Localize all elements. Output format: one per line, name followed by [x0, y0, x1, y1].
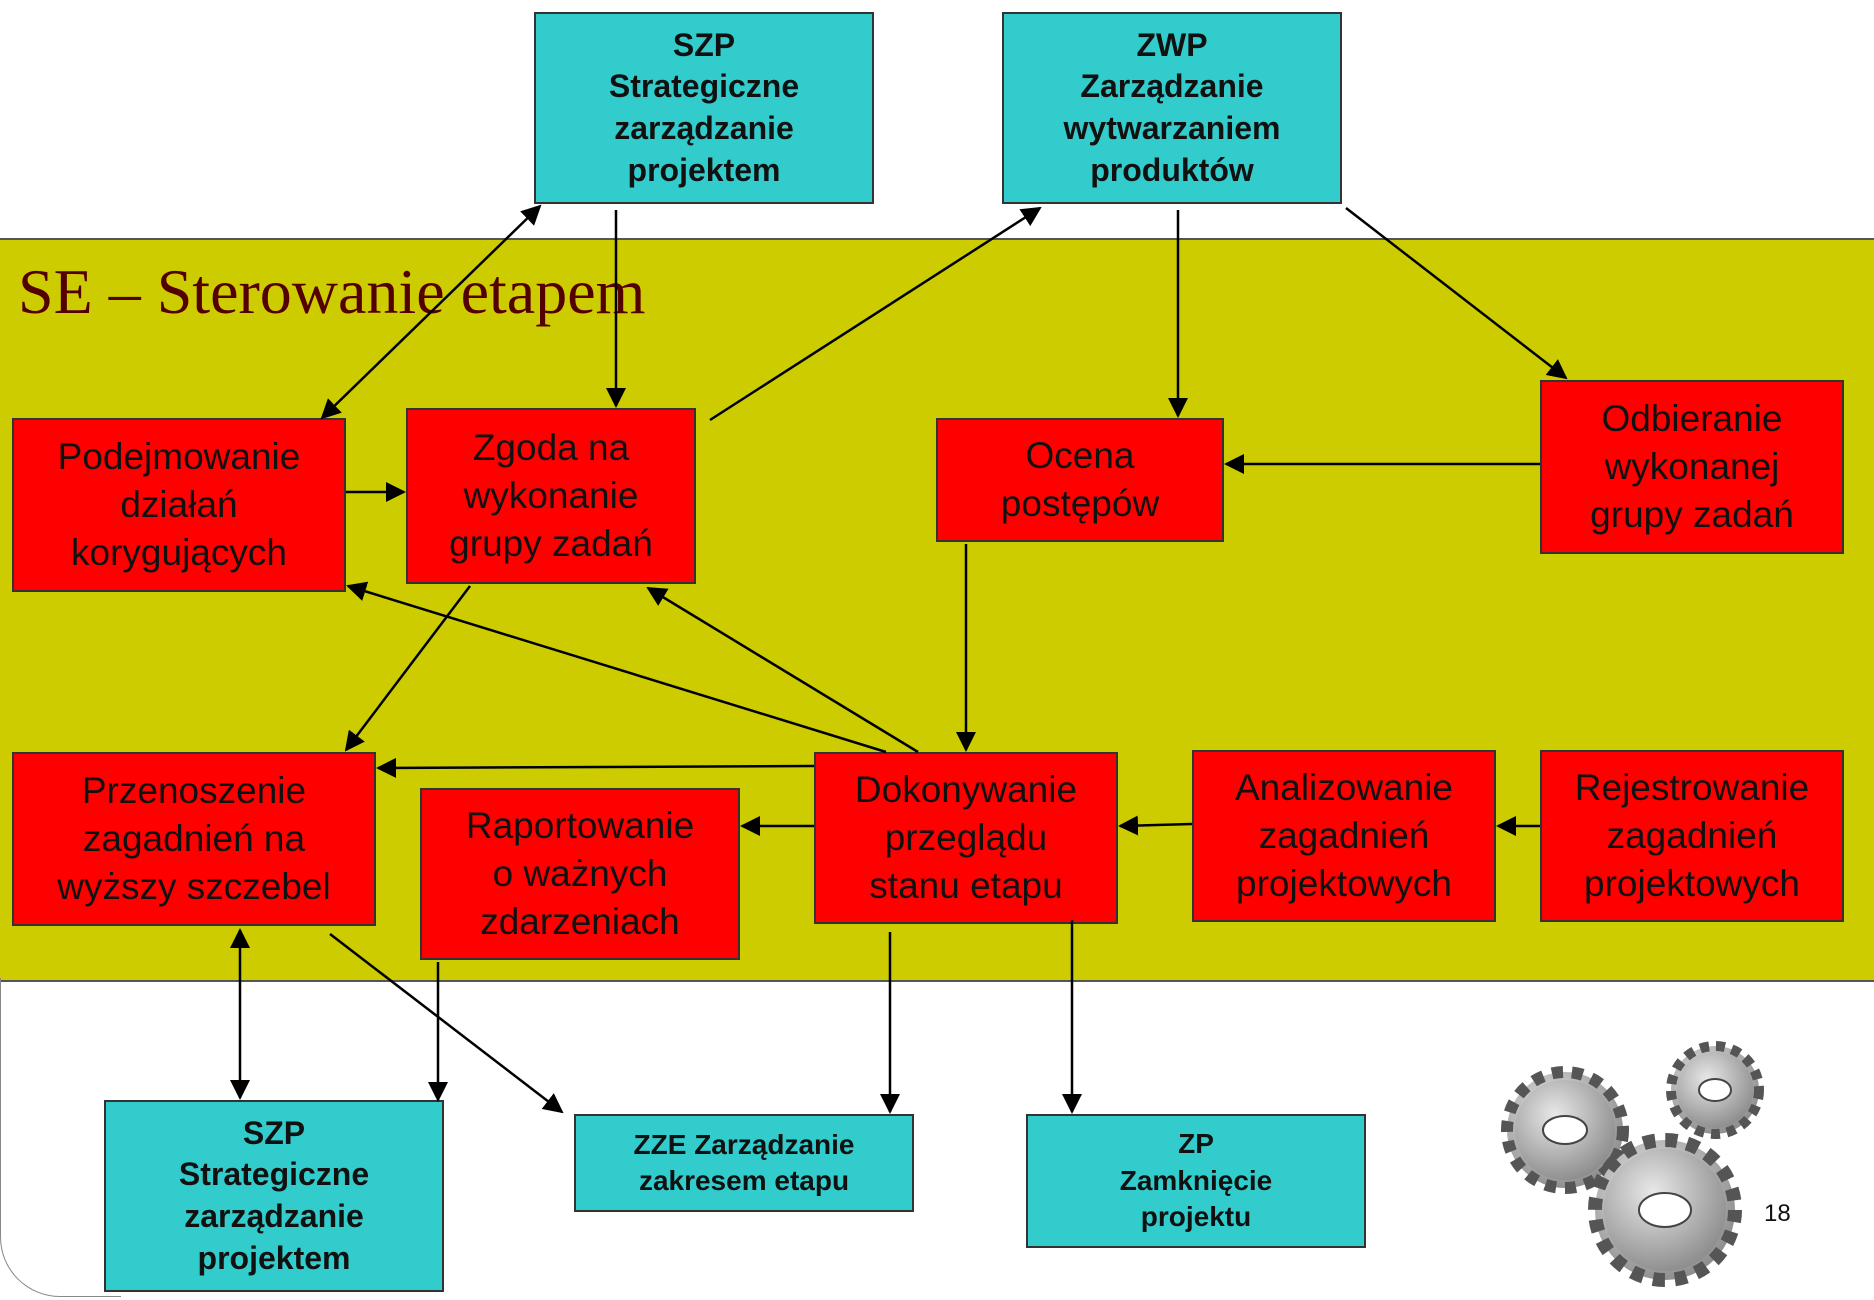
process-odbieranie: Odbieranie wykonanej grupy zadań: [1540, 380, 1844, 554]
process-dokonywanie-label: Dokonywanie przeglądu stanu etapu: [854, 768, 1078, 907]
zze-label: ZZE Zarządzanie zakresem etapu: [633, 1128, 855, 1196]
process-ocena-label: Ocena postępów: [1000, 434, 1160, 524]
gears-icon: [1501, 1041, 1764, 1287]
process-przenoszenie-label: Przenoszenie zagadnień na wyższy szczebe…: [57, 769, 331, 908]
gear-small: [1666, 1041, 1764, 1139]
gear-large: [1588, 1133, 1742, 1287]
process-analizowanie: Analizowanie zagadnień projektowych: [1192, 750, 1496, 922]
process-przenoszenie: Przenoszenie zagadnień na wyższy szczebe…: [12, 752, 376, 926]
szp-bottom-label: SZP Strategiczne zarządzanie projektem: [178, 1114, 370, 1276]
process-podejmowanie-label: Podejmowanie działań korygujących: [57, 435, 301, 574]
zp-label: ZP Zamknięcie projektu: [1119, 1128, 1273, 1233]
zze-box: ZZE Zarządzanie zakresem etapu: [574, 1114, 914, 1212]
slide-frame-curve: [0, 978, 121, 1297]
szp-top-label: SZP Strategiczne zarządzanie projektem: [608, 26, 800, 188]
page-number: 18: [1764, 1200, 1791, 1227]
process-raportowanie-label: Raportowanie o ważnych zdarzeniach: [465, 804, 695, 943]
process-zgoda: Zgoda na wykonanie grupy zadań: [406, 408, 696, 584]
process-podejmowanie: Podejmowanie działań korygujących: [12, 418, 346, 592]
process-rejestrowanie-label: Rejestrowanie zagadnień projektowych: [1574, 766, 1810, 905]
gear-left: [1501, 1066, 1629, 1194]
szp-top-box: SZP Strategiczne zarządzanie projektem: [534, 12, 874, 204]
process-analizowanie-label: Analizowanie zagadnień projektowych: [1234, 766, 1454, 905]
zp-box: ZP Zamknięcie projektu: [1026, 1114, 1366, 1248]
zwp-top-box: ZWP Zarządzanie wytwarzaniem produktów: [1002, 12, 1342, 204]
process-raportowanie: Raportowanie o ważnych zdarzeniach: [420, 788, 740, 960]
zwp-top-label: ZWP Zarządzanie wytwarzaniem produktów: [1063, 26, 1281, 188]
szp-bottom-box: SZP Strategiczne zarządzanie projektem: [104, 1100, 444, 1292]
slide-title: SE – Sterowanie etapem: [18, 256, 646, 327]
process-odbieranie-label: Odbieranie wykonanej grupy zadań: [1590, 397, 1794, 536]
process-rejestrowanie: Rejestrowanie zagadnień projektowych: [1540, 750, 1844, 922]
process-dokonywanie: Dokonywanie przeglądu stanu etapu: [814, 752, 1118, 924]
process-ocena: Ocena postępów: [936, 418, 1224, 542]
process-zgoda-label: Zgoda na wykonanie grupy zadań: [449, 426, 653, 565]
